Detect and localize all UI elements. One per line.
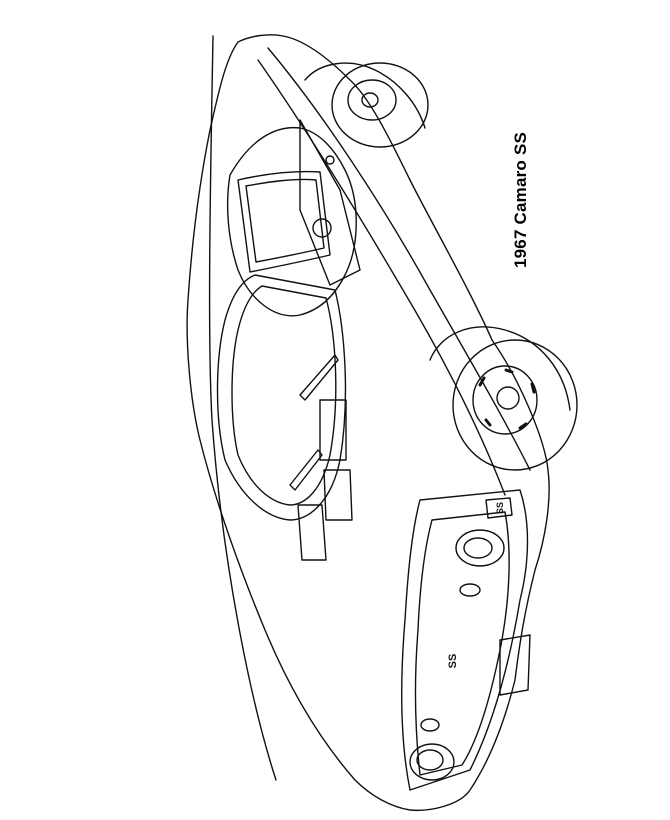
hood-outline <box>216 274 347 521</box>
rear-hub <box>361 92 379 108</box>
headlight-upper <box>455 529 505 567</box>
headlight-upper-inner <box>463 537 493 559</box>
door-outline <box>299 119 361 286</box>
grille <box>414 511 510 776</box>
wiper-left <box>299 354 339 401</box>
caption: 1967 Camaro SS <box>511 131 530 269</box>
headlight-lower-inner <box>416 749 444 771</box>
hood-stripe-1 <box>319 399 347 461</box>
body-outline <box>186 34 550 812</box>
roof-line <box>226 126 357 317</box>
front-fascia <box>401 489 529 791</box>
hood-stripe-2 <box>323 469 353 521</box>
ground-line <box>208 35 277 781</box>
rear-rim <box>347 79 397 121</box>
side-character-line-2 <box>257 59 506 496</box>
door-handle <box>312 218 332 238</box>
front-hub <box>496 386 520 410</box>
hood-inner <box>231 285 337 506</box>
rear-tire <box>331 62 429 148</box>
front-tire <box>452 339 578 471</box>
headlight-lower <box>409 743 455 781</box>
grille-badge: SS <box>442 648 464 674</box>
parking-light-lower <box>420 718 440 732</box>
side-character-line <box>267 47 531 471</box>
front-rim <box>472 365 538 435</box>
hood-stripe-3 <box>297 504 327 561</box>
fender-badge-frame <box>485 497 513 519</box>
fender-badge-text: SS <box>495 502 505 515</box>
fender-badge: SS <box>491 497 509 519</box>
grille-badge-text: SS <box>447 653 459 669</box>
parking-light-upper <box>459 583 481 597</box>
rear-wheel-arch <box>304 62 426 129</box>
wiper-right <box>289 449 323 491</box>
windshield-inner <box>245 178 325 263</box>
windshield <box>237 170 331 273</box>
front-wheel-arch <box>429 326 571 411</box>
front-rim-slots <box>478 368 536 430</box>
front-bumper <box>499 634 531 696</box>
mirror <box>325 155 335 165</box>
